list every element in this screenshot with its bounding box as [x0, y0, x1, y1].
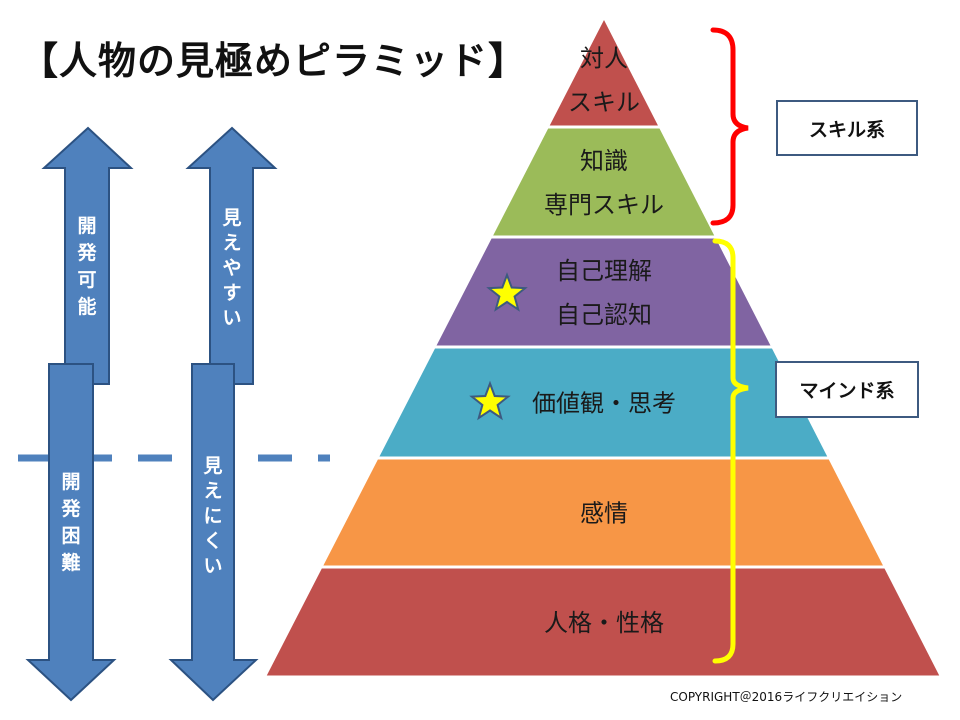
pyramid-layer-4 [379, 348, 828, 457]
develop-possible-char: 発 [76, 241, 97, 264]
up-arrow-easy-to-see [185, 126, 278, 385]
down-arrow-develop-difficult [25, 363, 117, 702]
develop-possible-char: 能 [77, 295, 96, 318]
pyramid-layer-6-label: 人格・性格 [544, 609, 664, 637]
develop-difficult-char: 開 [61, 471, 80, 493]
pyramid-layer-3 [436, 238, 771, 346]
pyramid-layer-1-label: スキル [568, 89, 640, 117]
pyramid-layer-6 [266, 568, 940, 676]
pyramid-layer-1 [549, 20, 658, 126]
pyramid-layer-3-label: 自己理解 [556, 257, 652, 285]
easy-to-see-char: 見 [222, 207, 241, 229]
skill-group-label: スキル系 [776, 100, 918, 156]
hard-to-see-char: い [203, 555, 222, 577]
star-icon [469, 380, 511, 421]
copyright-text: COPYRIGHT＠2016ライフクリエイション [670, 690, 903, 704]
develop-difficult-char: 難 [61, 551, 80, 574]
develop-possible-char: 可 [77, 269, 96, 291]
develop-difficult-char: 困 [61, 525, 80, 547]
develop-difficult-char: 発 [60, 497, 81, 520]
pyramid-layer-5 [323, 459, 883, 566]
hard-to-see-char: く [203, 530, 222, 552]
easy-to-see-char: す [222, 282, 241, 304]
pyramid-layer-1-label: 対人 [580, 45, 628, 73]
develop-possible-char: 開 [77, 215, 96, 237]
page-title: 【人物の見極めピラミッド】 [20, 39, 528, 83]
mind-bracket [712, 238, 749, 664]
down-arrow-hard-to-see [168, 363, 259, 702]
pyramid-layer-2-label: 専門スキル [544, 191, 664, 219]
hard-to-see-char: に [203, 505, 222, 527]
pyramid-layer-4-label: 価値観・思考 [532, 390, 676, 418]
star-icon [486, 272, 528, 312]
mind-group-label: マインド系 [775, 361, 919, 418]
hard-to-see-char: 見 [203, 455, 222, 477]
easy-to-see-char: い [222, 307, 241, 329]
skill-bracket [710, 27, 749, 226]
pyramid-layer-2 [493, 128, 715, 236]
pyramid-layer-5-label: 感情 [580, 500, 628, 528]
hard-to-see-char: え [203, 480, 222, 502]
pyramid-layer-3-label: 自己認知 [556, 301, 652, 329]
pyramid-layer-2-label: 知識 [580, 147, 628, 175]
easy-to-see-char: え [222, 232, 241, 254]
easy-to-see-char: や [222, 257, 241, 279]
